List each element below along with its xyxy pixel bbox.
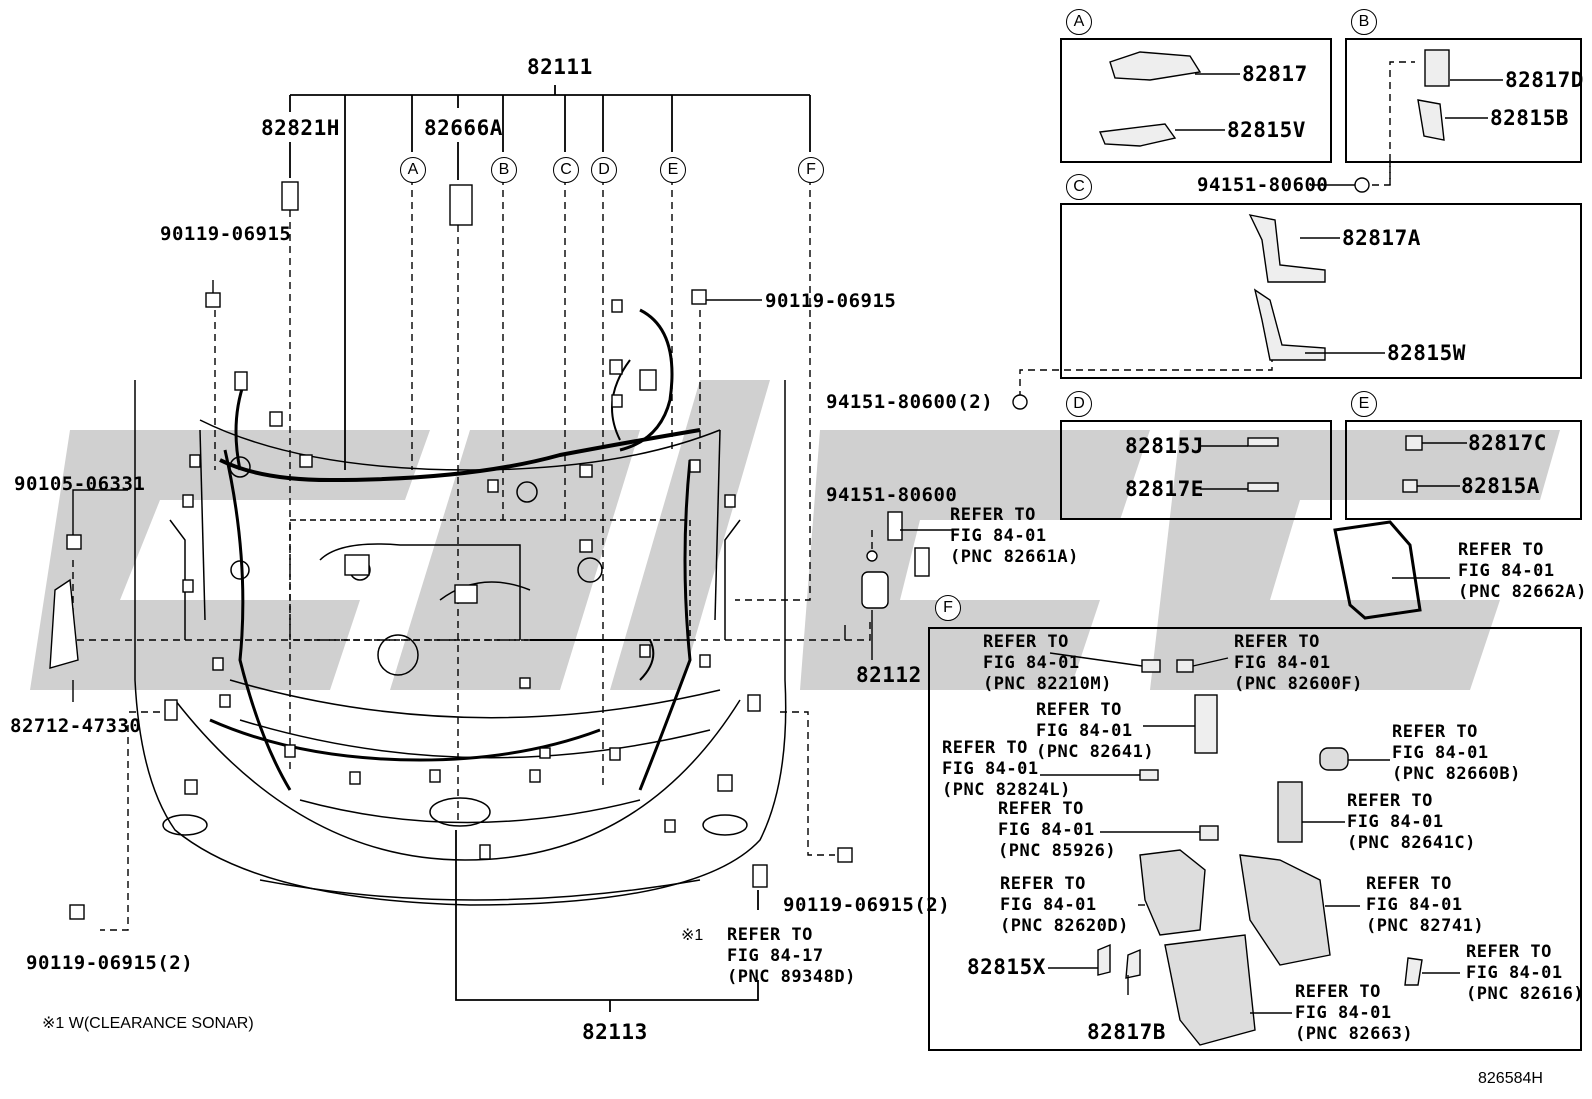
bolt-left-top-label: 90119-06915 bbox=[160, 223, 292, 245]
harness-82112-label: 82112 bbox=[856, 663, 922, 687]
ref-82663[interactable]: REFER TO FIG 84-01 (PNC 82663) bbox=[1295, 982, 1414, 1044]
box-b bbox=[1345, 38, 1582, 163]
part-82815x-label: 82815X bbox=[967, 955, 1046, 979]
callout-a[interactable]: A bbox=[400, 157, 426, 183]
box-e bbox=[1345, 420, 1582, 520]
footnote: ※1 W(CLEARANCE SONAR) bbox=[42, 1015, 254, 1032]
box-b-letter: B bbox=[1351, 9, 1377, 35]
watermark-logo bbox=[30, 380, 1560, 690]
clip-94151-label: 94151-80600 bbox=[826, 484, 958, 506]
callout-e[interactable]: E bbox=[660, 157, 686, 183]
ref-82210m[interactable]: REFER TO FIG 84-01 (PNC 82210M) bbox=[983, 632, 1112, 694]
ref-82620d[interactable]: REFER TO FIG 84-01 (PNC 82620D) bbox=[1000, 874, 1129, 936]
box-d-letter: D bbox=[1066, 391, 1092, 417]
ref-82741[interactable]: REFER TO FIG 84-01 (PNC 82741) bbox=[1366, 874, 1485, 936]
bolt-right-bottom-label: 90119-06915(2) bbox=[783, 894, 951, 916]
bolt-left-bottom-label: 90119-06915(2) bbox=[26, 952, 194, 974]
ref-82641c[interactable]: REFER TO FIG 84-01 (PNC 82641C) bbox=[1347, 791, 1476, 853]
figure-code: 826584H bbox=[1478, 1070, 1543, 1087]
harness-82111-label: 82111 bbox=[527, 55, 593, 79]
ref-82660b[interactable]: REFER TO FIG 84-01 (PNC 82660B) bbox=[1392, 722, 1521, 784]
box-e-letter: E bbox=[1351, 391, 1377, 417]
ref-82600f[interactable]: REFER TO FIG 84-01 (PNC 82600F) bbox=[1234, 632, 1363, 694]
part-82815w-label: 82815W bbox=[1387, 341, 1466, 365]
part-82815a-label: 82815A bbox=[1461, 474, 1540, 498]
part-82815b-label: 82815B bbox=[1490, 106, 1569, 130]
part-82817d-label: 82817D bbox=[1505, 68, 1584, 92]
part-82817e-label: 82817E bbox=[1125, 477, 1204, 501]
box-c-letter: C bbox=[1066, 174, 1092, 200]
part-82817b-label: 82817B bbox=[1087, 1020, 1166, 1044]
part-82666a-label: 82666A bbox=[424, 116, 503, 140]
ref-82662a[interactable]: REFER TO FIG 84-01 (PNC 82662A) bbox=[1458, 540, 1587, 602]
ref-82824l[interactable]: REFER TO FIG 84-01 (PNC 82824L) bbox=[942, 738, 1071, 800]
box-d bbox=[1060, 420, 1332, 520]
callout-f[interactable]: F bbox=[798, 157, 824, 183]
ref-89348d[interactable]: REFER TO FIG 84-17 (PNC 89348D) bbox=[727, 925, 856, 987]
callout-b[interactable]: B bbox=[491, 157, 517, 183]
bracket-82712-label: 82712-47330 bbox=[10, 715, 142, 737]
box-f-letter: F bbox=[935, 595, 961, 621]
part-82821h-label: 82821H bbox=[261, 116, 340, 140]
bolt-right-top-label: 90119-06915 bbox=[765, 290, 897, 312]
part-82817a-label: 82817A bbox=[1342, 226, 1421, 250]
clip-94151-b-label: 94151-80600 bbox=[1197, 174, 1329, 196]
ref-82661a[interactable]: REFER TO FIG 84-01 (PNC 82661A) bbox=[950, 505, 1079, 567]
part-82815v-label: 82815V bbox=[1227, 118, 1306, 142]
note-mark: ※1 bbox=[681, 927, 704, 944]
box-a bbox=[1060, 38, 1332, 163]
callout-c[interactable]: C bbox=[553, 157, 579, 183]
part-82817-label: 82817 bbox=[1242, 62, 1308, 86]
part-82817c-label: 82817C bbox=[1468, 431, 1547, 455]
part-82815j-label: 82815J bbox=[1125, 434, 1204, 458]
nut-left-label: 90105-06331 bbox=[14, 473, 146, 495]
ref-82616[interactable]: REFER TO FIG 84-01 (PNC 82616) bbox=[1466, 942, 1585, 1004]
callout-d[interactable]: D bbox=[591, 157, 617, 183]
box-c bbox=[1060, 203, 1582, 379]
ref-82641[interactable]: REFER TO FIG 84-01 (PNC 82641) bbox=[1036, 700, 1155, 762]
box-f bbox=[928, 627, 1582, 1051]
ref-85926[interactable]: REFER TO FIG 84-01 (PNC 85926) bbox=[998, 799, 1117, 861]
clip-94151-2-label: 94151-80600(2) bbox=[826, 391, 994, 413]
harness-82113-label: 82113 bbox=[582, 1020, 648, 1044]
box-a-letter: A bbox=[1066, 9, 1092, 35]
